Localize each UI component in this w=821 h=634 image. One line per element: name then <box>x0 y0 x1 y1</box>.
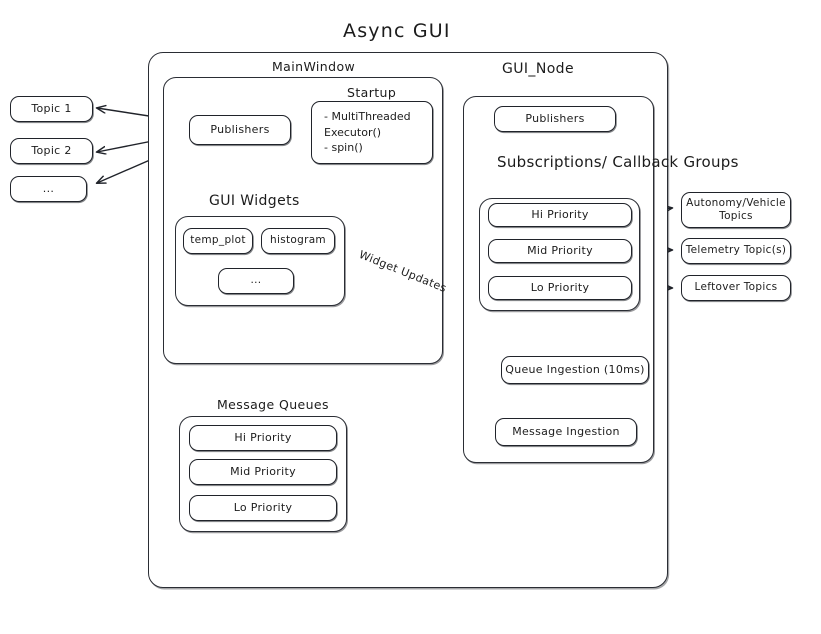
main-window-publishers[interactable]: Publishers <box>189 115 291 145</box>
topic-box-topic-1[interactable]: Topic 1 <box>10 96 93 122</box>
topic-box-telemetry[interactable]: Telemetry Topic(s) <box>681 238 791 264</box>
queue-ingestion-box[interactable]: Queue Ingestion (10ms) <box>501 356 649 384</box>
queue-lo-priority[interactable]: Lo Priority <box>189 495 337 521</box>
startup-items: - MultiThreaded Executor() - spin() <box>324 109 411 155</box>
topic-box-topic-more[interactable]: ... <box>10 176 87 202</box>
queue-mid-priority[interactable]: Mid Priority <box>189 459 337 485</box>
publishers-label: Publishers <box>525 112 585 126</box>
topic-label: ... <box>42 182 55 196</box>
message-ingestion-label: Message Ingestion <box>512 425 620 439</box>
subscription-hi-priority[interactable]: Hi Priority <box>488 203 632 227</box>
topic-label: Telemetry Topic(s) <box>685 244 787 257</box>
topic-label: Topic 1 <box>31 102 72 116</box>
widget-temp-plot[interactable]: temp_plot <box>183 228 253 254</box>
queue-label: Lo Priority <box>233 501 293 515</box>
subscription-label: Lo Priority <box>530 281 590 295</box>
topic-box-leftover[interactable]: Leftover Topics <box>681 275 791 301</box>
queue-hi-priority[interactable]: Hi Priority <box>189 425 337 451</box>
queue-label: Hi Priority <box>234 431 292 445</box>
subscription-mid-priority[interactable]: Mid Priority <box>488 239 632 263</box>
startup-title: Startup <box>347 85 397 100</box>
startup-box[interactable]: - MultiThreaded Executor() - spin() <box>311 101 433 164</box>
message-queues-title: Message Queues <box>217 397 329 412</box>
topic-box-autonomy-vehicle[interactable]: Autonomy/Vehicle Topics <box>681 192 791 228</box>
widget-label: ... <box>250 274 262 287</box>
subscription-lo-priority[interactable]: Lo Priority <box>488 276 632 300</box>
topic-box-topic-2[interactable]: Topic 2 <box>10 138 93 164</box>
subscription-label: Mid Priority <box>527 244 593 258</box>
widget-label: histogram <box>270 234 326 247</box>
main-window-title: MainWindow <box>272 59 356 74</box>
diagram-title: Async GUI <box>343 20 451 42</box>
widget-histogram[interactable]: histogram <box>261 228 335 254</box>
gui-node-title: GUI_Node <box>502 61 574 77</box>
publishers-label: Publishers <box>210 123 270 137</box>
topic-label: Leftover Topics <box>694 281 778 294</box>
gui-node-publishers[interactable]: Publishers <box>494 106 616 132</box>
gui-widgets-title: GUI Widgets <box>209 193 300 209</box>
queue-label: Mid Priority <box>230 465 296 479</box>
widget-more[interactable]: ... <box>218 268 294 294</box>
subscriptions-title: Subscriptions/ Callback Groups <box>497 153 739 171</box>
queue-ingestion-label: Queue Ingestion (10ms) <box>505 363 645 377</box>
widget-label: temp_plot <box>190 234 246 247</box>
message-ingestion-box[interactable]: Message Ingestion <box>495 418 637 446</box>
topic-label: Topic 2 <box>31 144 72 158</box>
topic-label: Autonomy/Vehicle Topics <box>686 196 786 222</box>
subscription-label: Hi Priority <box>531 208 589 222</box>
